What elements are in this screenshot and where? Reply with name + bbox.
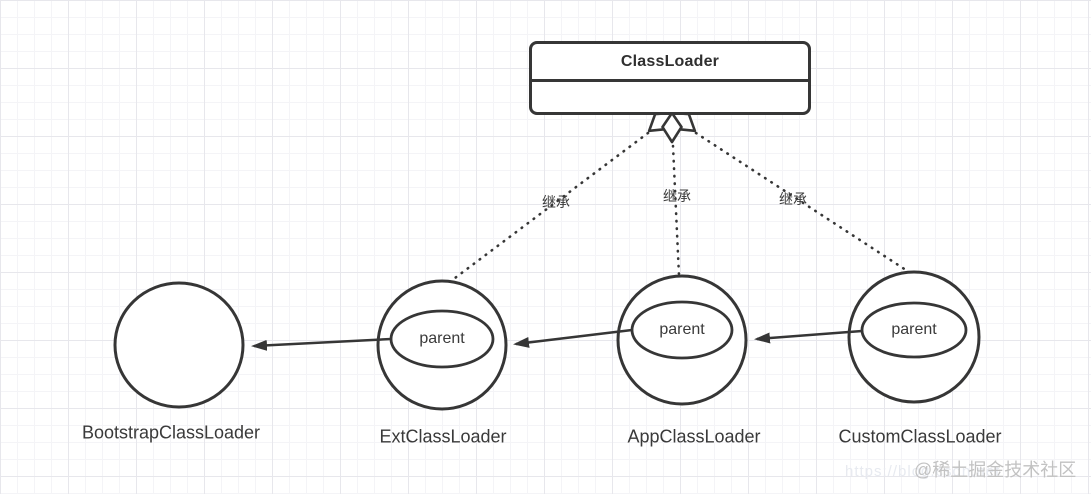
ext-classloader-label: ExtClassLoader [379, 426, 507, 447]
classloader-box-title: ClassLoader [532, 44, 808, 82]
inherit-label-app: 继承 [663, 188, 691, 204]
inherit-edge-ext [445, 131, 650, 286]
bootstrap-classloader-label: BootstrapClassLoader [81, 422, 261, 443]
ext-parent-ellipse [389, 309, 495, 369]
community-watermark: @稀土掘金技术社区 [914, 460, 1077, 480]
custom-classloader-label: CustomClassLoader [838, 426, 1002, 447]
custom-parent-ellipse [860, 301, 968, 359]
inherit-edge-app [671, 144, 681, 278]
app-classloader-label: AppClassLoader [627, 426, 761, 447]
bootstrap-classloader-circle [113, 281, 245, 409]
parent-arrow-ext-to-bootstrap [251, 337, 392, 351]
app-parent-label: parent [659, 321, 705, 338]
app-parent-ellipse [630, 300, 734, 360]
inherit-label-custom: 继承 [779, 191, 807, 207]
parent-arrow-custom-to-app [754, 329, 863, 344]
classloader-class-box: ClassLoader [529, 41, 811, 115]
ext-parent-label: parent [419, 330, 465, 347]
inherit-edge-custom [694, 131, 914, 276]
url-watermark: https://blog.csdn.net [845, 463, 1001, 480]
inherit-label-ext: 继承 [542, 194, 570, 210]
custom-parent-label: parent [891, 321, 937, 338]
parent-arrow-app-to-ext [513, 328, 633, 348]
